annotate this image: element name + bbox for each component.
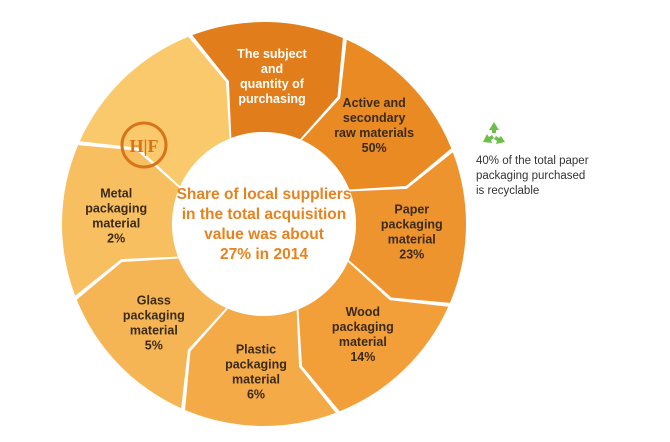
logo-mark: H|F [130,136,159,156]
center-text-line: 27% in 2014 [220,246,308,263]
recyclable-note: 40% of the total paper packaging purchas… [476,120,636,199]
note-line: packaging purchased [476,170,586,182]
segment-label-line: 50% [362,141,387,155]
segment-label-line: material [388,233,436,247]
center-text-line: in the total acquisition [182,206,346,223]
segment-label-line: 5% [145,339,163,353]
segment-label-line: Paper [394,203,429,217]
segment-label-line: and [261,62,283,76]
center-statement: Share of local suppliers in the total acq… [177,186,352,263]
note-line: is recyclable [476,185,540,197]
segment-label-line: Plastic [236,342,276,356]
segment-label-line: packaging [381,218,443,232]
segment-label-line: 2% [107,232,125,246]
hf-logo: H|F [120,121,168,169]
segment-label-line: Glass [137,294,171,308]
segment-label-line: material [339,335,387,349]
recycle-icon [483,122,505,144]
center-text-line: Share of local suppliers [177,186,352,203]
logo-ring [120,121,168,169]
segment-label-line: Wood [346,305,380,319]
segment-label-line: material [92,217,140,231]
segment-label-line: packaging [332,320,394,334]
ring-segment [79,36,230,187]
ring-segment [348,152,466,303]
segment-label-line: 6% [247,387,265,401]
segment-label-line: 23% [399,248,424,262]
segment-label-line: quantity of [240,77,305,91]
segment-label-line: secondary [343,111,406,125]
ring-segments [62,21,466,426]
segment-label-line: The subject [237,47,307,61]
segment-label-line: Active and [343,96,406,110]
segment-label-line: material [232,372,280,386]
segment-label-line: packaging [123,309,185,323]
ring-segment [185,308,336,426]
ring-segment [298,261,449,412]
note-line: 40% of the total paper [476,155,589,167]
center-disc [172,132,356,316]
segment-label-line: Metal [100,187,132,201]
center-text-line: value was about [204,226,324,243]
segment-label-line: raw materials [334,126,414,140]
segment-label-line: packaging [85,202,147,216]
ring-segment [62,145,180,296]
segment-label-line: material [130,324,178,338]
ring-segment [76,258,227,409]
segment-label-line: purchasing [238,92,305,106]
segment-label-line: packaging [225,357,287,371]
segment-label-line: 14% [350,350,375,364]
center-text: Share of local suppliers in the total acq… [177,186,352,263]
ring-segment [301,39,452,190]
ring-segment [192,21,343,140]
